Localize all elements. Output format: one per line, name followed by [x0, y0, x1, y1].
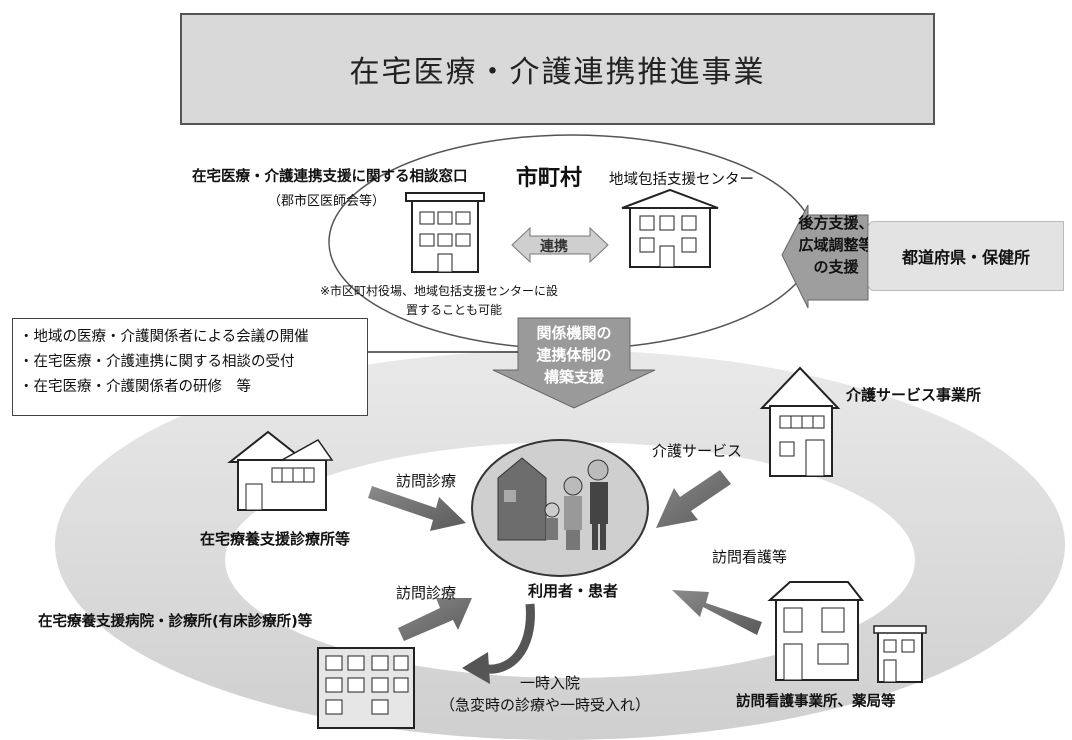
arrow-hospital-to-patient — [398, 598, 472, 641]
temp-admission-arrow — [478, 603, 535, 674]
support-arrow-label: 後方支援、 広域調整等 の支援 — [796, 212, 876, 278]
nursing-station-label: 訪問看護事業所、薬局等 — [736, 694, 896, 710]
service-home-visit-medical-1: 訪問診療 — [396, 472, 457, 490]
page-title: 在宅医療・介護連携推進事業 — [349, 55, 766, 90]
activity-item: ・在宅医療・介護関係者の研修 等 — [19, 379, 251, 395]
prefecture-box: 都道府県・保健所 — [868, 221, 1064, 291]
link-double-arrow — [511, 226, 609, 264]
patient-label: 利用者・患者 — [528, 582, 619, 600]
activity-item: ・在宅医療・介護連携に関する相談の受付 — [19, 354, 295, 370]
service-home-visit-medical-2: 訪問診療 — [396, 584, 457, 602]
hospital-label: 在宅療養支援病院・診療所(有床診療所)等 — [38, 614, 313, 630]
title-box: 在宅医療・介護連携推進事業 — [180, 13, 935, 125]
patient-family-icon — [497, 457, 609, 550]
coordination-line-3: 構築支援 — [543, 368, 604, 386]
consult-window-label: 在宅医療・介護連携支援に関する相談窓口 — [192, 169, 468, 185]
note-line-2: 置することも可能 — [406, 303, 503, 317]
support-arrow-line-2: 広域調整等 — [798, 236, 874, 254]
care-office-house-icon — [759, 366, 841, 477]
activities-box: ・地域の医療・介護関係者による会議の開催 ・在宅医療・介護連携に関する相談の受付… — [12, 318, 368, 416]
nursing-station-house-icon — [767, 581, 865, 681]
prefecture-label: 都道府県・保健所 — [901, 248, 1030, 267]
care-office-label: 介護サービス事業所 — [846, 386, 982, 404]
arrow-care-to-patient — [656, 470, 731, 528]
service-care: 介護サービス — [652, 442, 743, 460]
link-label: 連携 — [540, 239, 568, 255]
pharmacy-building-icon — [873, 625, 927, 683]
clinic-label: 在宅療養支援診療所等 — [200, 530, 351, 548]
clinic-house-icon — [227, 430, 334, 511]
arrow-nursing-to-patient — [672, 590, 762, 635]
center-building-icon — [621, 188, 719, 268]
arrow-clinic-to-patient — [368, 486, 466, 531]
support-arrow-line-1: 後方支援、 — [798, 214, 874, 232]
note-line-1: ※市区町村役場、地域包括支援センターに設 — [320, 284, 559, 298]
coordination-arrow-label: 関係機関の 連携体制の 構築支援 — [524, 322, 624, 388]
temp-admission-sub-label: （急変時の診療や一時受入れ） — [440, 696, 651, 714]
consult-window-building-icon — [405, 192, 485, 273]
activity-item: ・地域の医療・介護関係者による会議の開催 — [19, 329, 309, 345]
municipality-name: 市町村 — [516, 166, 583, 191]
temp-admission-arrowhead — [462, 652, 490, 684]
support-arrow-line-3: の支援 — [813, 258, 859, 276]
hospital-building-icon — [317, 647, 415, 729]
coordination-line-1: 関係機関の — [536, 324, 612, 342]
coordination-line-2: 連携体制の — [536, 346, 612, 364]
service-home-visit-nursing: 訪問看護等 — [712, 548, 788, 566]
center-label: 地域包括支援センター — [609, 172, 754, 188]
consult-window-sub-label: （郡市区医師会等） — [268, 194, 386, 209]
temp-admission-label: 一時入院 — [520, 674, 581, 692]
coordination-arrow — [492, 317, 656, 409]
